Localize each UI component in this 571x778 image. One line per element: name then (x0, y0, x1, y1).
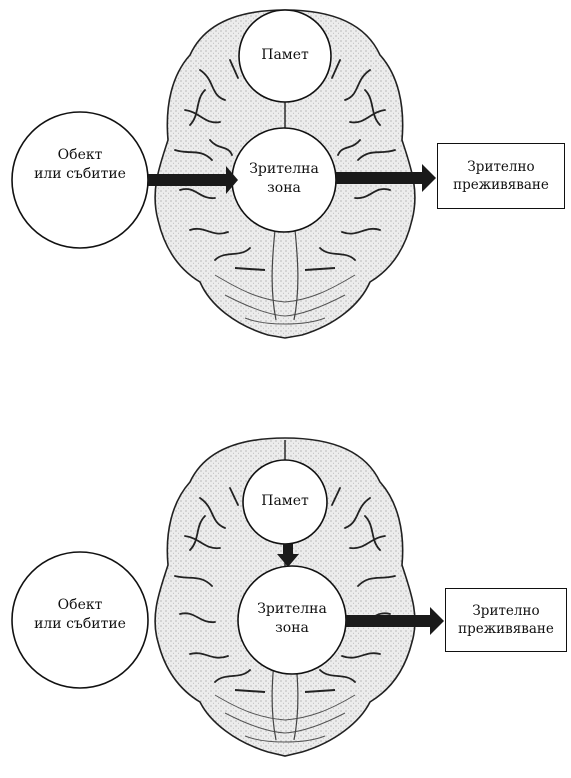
visual-area-label: Зрителна зона (232, 160, 336, 198)
object-label: Обект или събитие (12, 146, 148, 184)
experience-line1: Зрително (472, 602, 539, 620)
experience-line2: преживяване (458, 620, 554, 638)
diagram-panel-top: Обект или събитие Памет Зрителна зона Зр… (0, 0, 571, 360)
visual-experience-box: Зрително преживяване (437, 143, 565, 209)
memory-label: Памет (243, 492, 327, 511)
object-label: Обект или събитие (12, 596, 148, 634)
visual-area-label: Зрителна зона (238, 600, 346, 638)
diagram-panel-bottom: Обект или събитие Памет Зрителна зона Зр… (0, 410, 571, 770)
experience-line2: преживяване (453, 176, 549, 194)
visual-experience-box: Зрително преживяване (445, 588, 567, 652)
memory-label: Памет (239, 46, 331, 65)
experience-line1: Зрително (467, 158, 534, 176)
